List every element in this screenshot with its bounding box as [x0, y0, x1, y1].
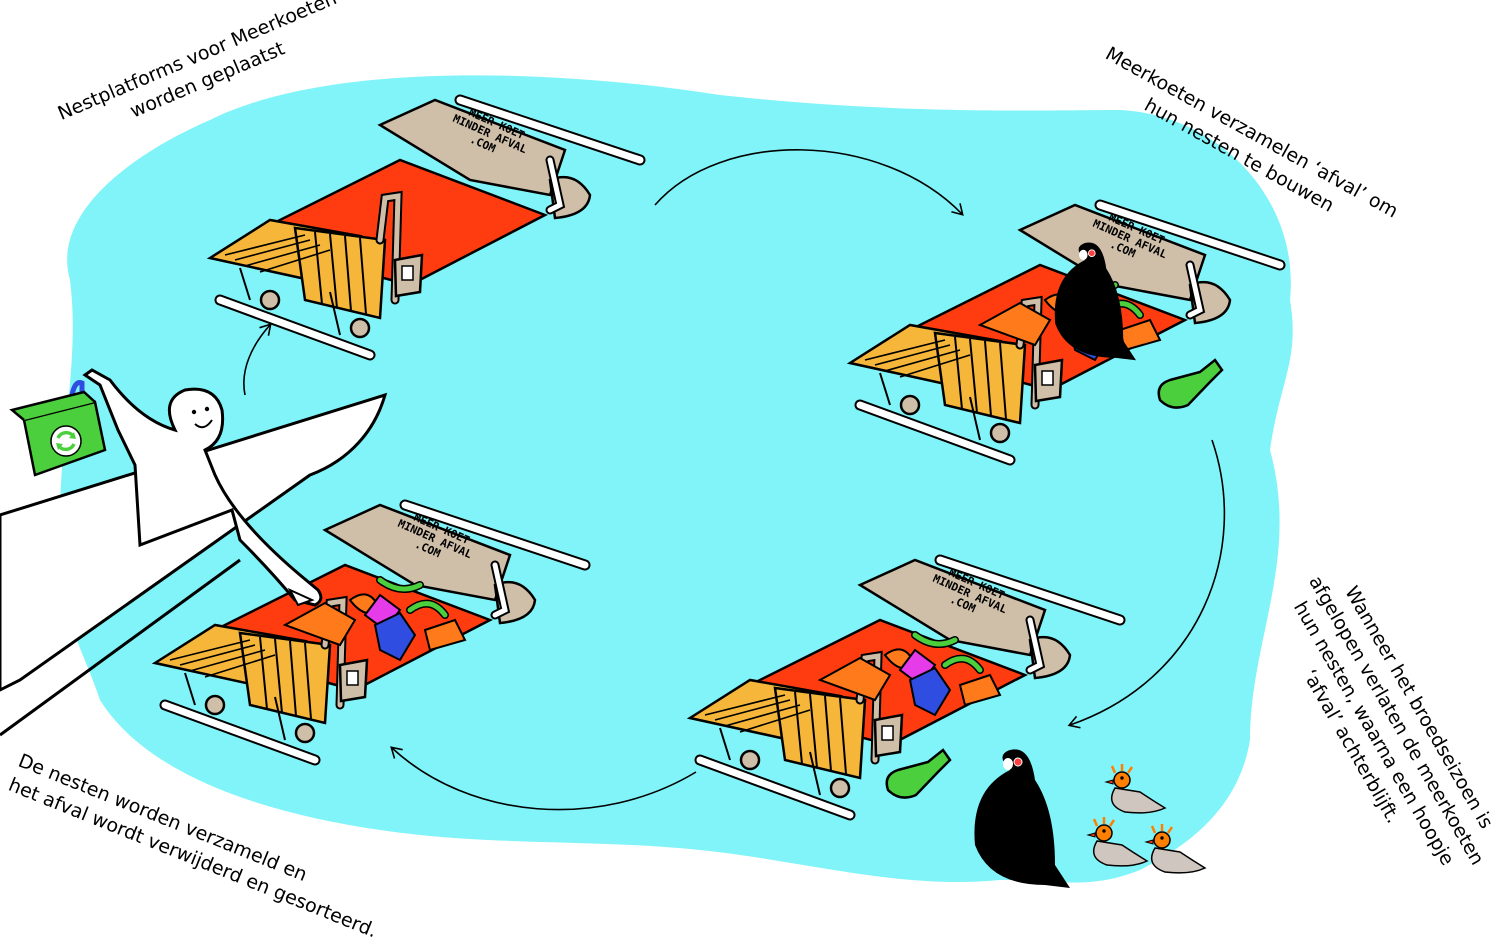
recycle-icon	[50, 425, 82, 457]
nest-platform: MEER KOET MINDER AFVAL .COM	[155, 505, 585, 760]
recycle-box	[9, 380, 107, 477]
nest-platform: MEER KOET MINDER AFVAL .COM	[850, 205, 1280, 460]
arrow-icon	[390, 746, 697, 811]
arrow-icon	[654, 149, 964, 216]
person-icon	[82, 368, 323, 607]
arrow-icon	[243, 323, 272, 396]
arrow-icon	[1067, 439, 1226, 729]
nest-platform: MEER KOET MINDER AFVAL .COM	[210, 100, 640, 355]
boat-icon	[0, 392, 388, 692]
